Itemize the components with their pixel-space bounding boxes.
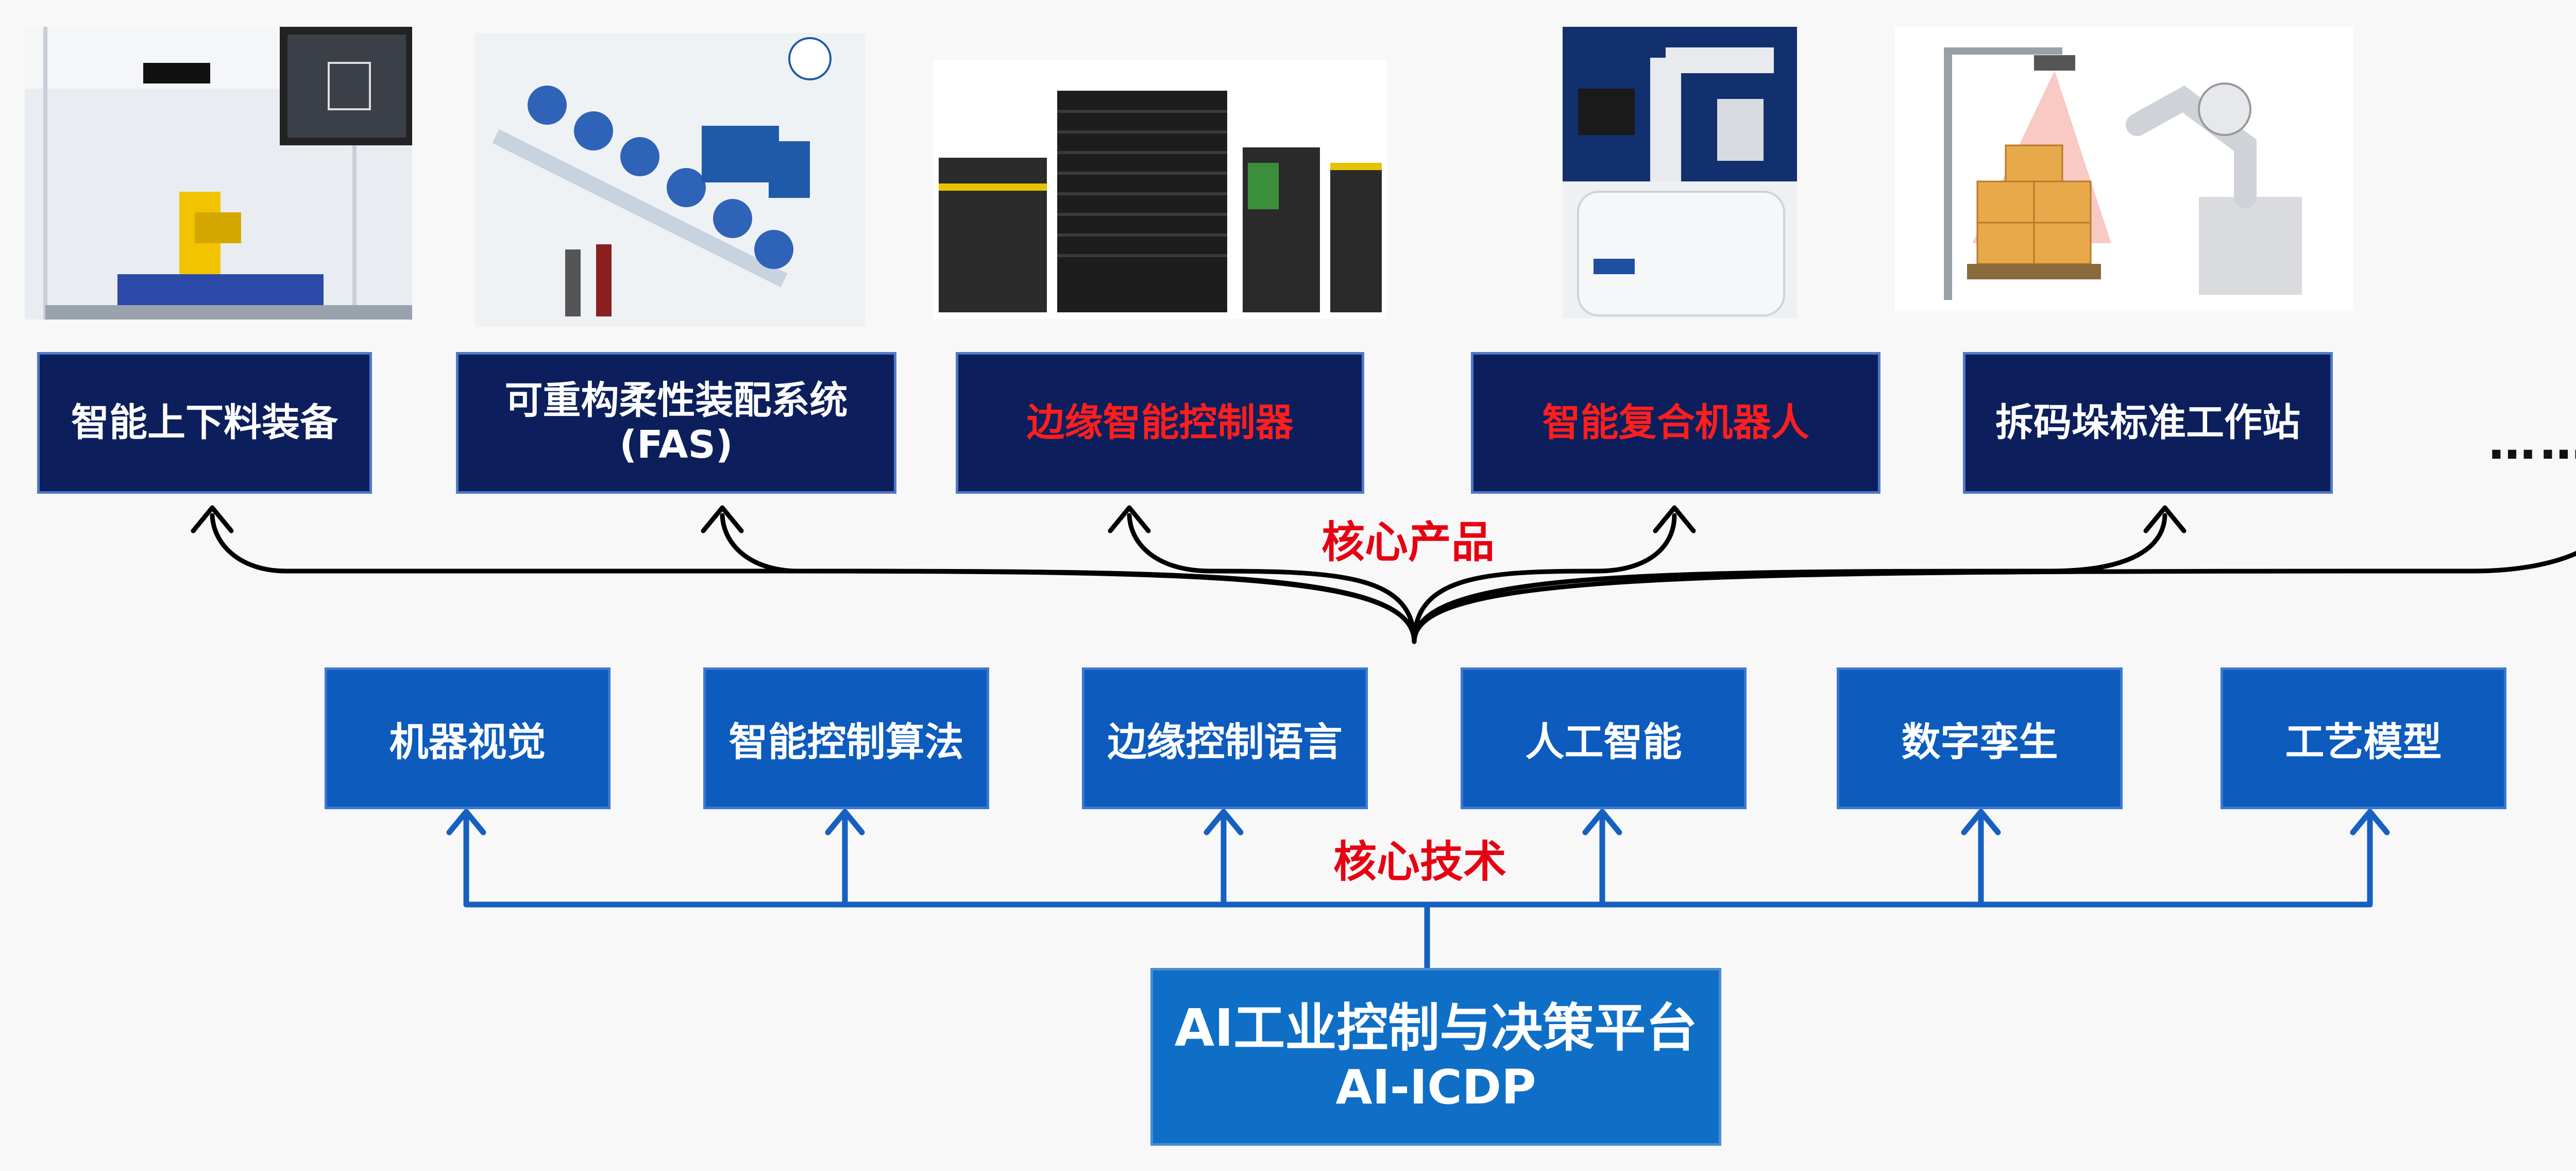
arrow-to-fas	[720, 513, 1417, 644]
tech-label: 数字孪生	[1901, 718, 2058, 765]
photo-edge-controller	[934, 60, 1386, 319]
product-label: 边缘智能控制器	[1026, 400, 1294, 445]
core-products-caption: 核心产品	[1321, 517, 1495, 567]
platform-box: AI工业控制与决策平台 AI-ICDP	[1150, 968, 1721, 1146]
photo-fas	[475, 33, 866, 327]
tech-machine-vision: 机器视觉	[325, 667, 611, 809]
product-palletizing-station: 拆码垛标准工作站	[1963, 352, 2333, 494]
product-label: 可重构柔性装配系统	[504, 378, 848, 423]
tech-label: 机器视觉	[389, 718, 546, 765]
tech-ai: 人工智能	[1461, 667, 1747, 809]
platform-title: AI工业控制与决策平台	[1174, 998, 1698, 1059]
tech-edge-language: 边缘控制语言	[1082, 667, 1368, 809]
tech-label: 工艺模型	[2285, 718, 2442, 765]
photo-composite-robot	[1563, 27, 1797, 318]
arrow-to-edge-controller	[1127, 513, 1417, 644]
tech-control-algorithm: 智能控制算法	[703, 667, 989, 809]
platform-subtitle: AI-ICDP	[1335, 1060, 1536, 1115]
product-edge-controller: 边缘智能控制器	[956, 352, 1364, 494]
product-label: 拆码垛标准工作站	[1995, 400, 2300, 445]
product-arrows	[191, 505, 2576, 644]
tech-label: 边缘控制语言	[1107, 718, 1343, 765]
product-label: 智能复合机器人	[1542, 400, 1809, 445]
photo-loading-equipment	[25, 27, 412, 320]
tech-digital-twin: 数字孪生	[1837, 667, 2123, 809]
core-tech-caption: 核心技术	[1333, 837, 1507, 887]
tech-label: 人工智能	[1525, 718, 1682, 765]
product-composite-robot: 智能复合机器人	[1471, 352, 1880, 494]
photo-palletizing-station	[1895, 27, 2353, 311]
tech-process-model: 工艺模型	[2221, 667, 2506, 809]
arrow-to-more	[1412, 550, 2576, 644]
tech-arrows	[446, 809, 2390, 972]
product-label: 智能上下料装备	[71, 400, 338, 445]
tech-label: 智能控制算法	[728, 718, 964, 765]
product-label-abbr: (FAS)	[619, 422, 733, 467]
arrow-to-composite-robot	[1412, 513, 1677, 644]
product-fas: 可重构柔性装配系统 (FAS)	[456, 352, 896, 494]
products-more-ellipsis: ……	[2488, 415, 2576, 470]
product-loading-equipment: 智能上下料装备	[37, 352, 372, 494]
arrow-to-palletizing	[1412, 513, 2167, 644]
